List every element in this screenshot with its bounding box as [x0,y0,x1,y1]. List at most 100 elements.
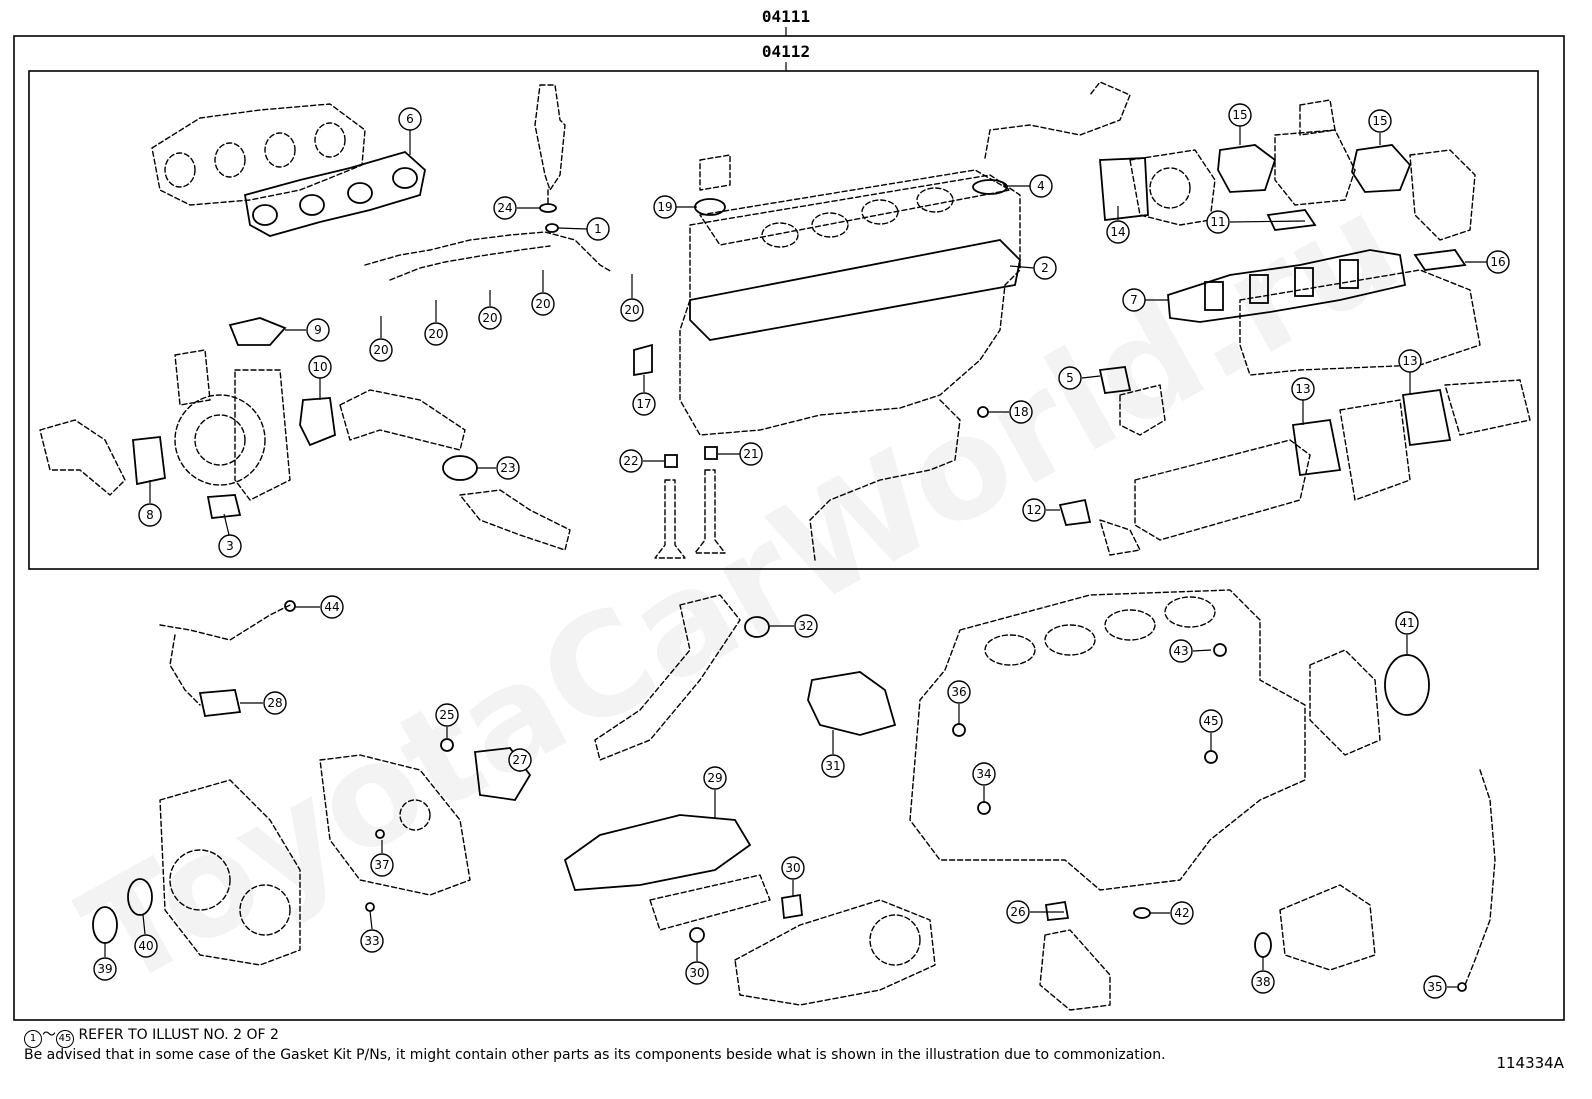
svg-text:22: 22 [623,454,638,468]
svg-text:27: 27 [512,753,527,767]
svg-text:28: 28 [267,696,282,710]
oil-level-gauge-guide [1464,769,1496,986]
intake-manifold-gasket [1167,249,1407,323]
callout: 20 [424,322,448,346]
gasket-16 [1413,249,1467,271]
oil-cooler-gasket-29 [563,814,752,891]
footer-note: Be advised that in some case of the Gask… [24,1047,1166,1063]
valves [654,469,726,559]
o-ring-38 [1254,932,1272,958]
water-inlet-gasket-5 [1098,366,1132,394]
svg-text:15: 15 [1372,114,1387,128]
kit-code-outer: 04111 [762,7,810,26]
water-bypass-pipe [594,594,741,761]
gasket-30a [781,893,803,920]
callout: 15 [1368,109,1392,133]
turbo-gasket-10 [299,397,336,447]
svg-text:12: 12 [1026,503,1041,517]
oil-pipe [159,604,291,706]
callout: 1 [586,217,610,241]
water-outlet [1409,149,1476,241]
o-ring-35 [1457,982,1467,992]
callout: 33 [360,929,384,953]
callout: 45 [1199,709,1223,733]
valve-stem-seal-2 [704,446,718,460]
reference-text: REFER TO ILLUST NO. 2 OF 2 [78,1027,279,1043]
gasket-44 [284,600,296,612]
svg-text:20: 20 [482,311,497,325]
range-separator: ～ [42,1027,56,1043]
seal-19 [694,198,726,216]
callout: 15 [1228,103,1252,127]
svg-text:24: 24 [497,201,512,215]
callout: 32 [794,614,818,638]
svg-text:44: 44 [324,600,339,614]
callout: 20 [478,306,502,330]
callout: 14 [1106,220,1130,244]
svg-text:26: 26 [1010,905,1025,919]
svg-text:6: 6 [406,112,414,126]
rear-oil-seal-41 [1384,654,1430,716]
callout: 9 [306,318,330,342]
callout: 16 [1486,250,1510,274]
svg-text:15: 15 [1232,108,1247,122]
exhaust-pipe [459,489,571,551]
gasket-42 [1133,907,1151,919]
svg-text:7: 7 [1130,293,1138,307]
oil-seal-32 [744,616,770,638]
gasket-12 [1058,498,1092,526]
callout: 34 [972,762,996,786]
callout: 13 [1398,349,1422,373]
injector-gasket [545,223,559,233]
svg-text:14: 14 [1110,225,1125,239]
cylinder-head [679,154,1021,436]
callout: 35 [1423,975,1447,999]
svg-text:5: 5 [1066,371,1074,385]
callout: 8 [138,503,162,527]
svg-text:13: 13 [1402,354,1417,368]
timing-cover [159,779,301,966]
svg-text:4: 4 [1037,179,1045,193]
callout: 30 [685,961,709,985]
svg-text:30: 30 [785,861,800,875]
callout: 6 [398,107,422,131]
gasket-43 [1213,643,1227,657]
turbo-oil-gasket-3 [206,494,242,519]
svg-text:37: 37 [374,858,389,872]
svg-text:23: 23 [500,461,515,475]
callout: 44 [320,595,344,619]
turbo-inlet-hose [39,419,126,496]
callout: 20 [620,298,644,322]
callout: 31 [821,754,845,778]
watermark: ToyotaCarWorld.ru [57,163,1424,1020]
callout: 38 [1251,970,1275,994]
callout: 30 [781,856,805,880]
callout: 19 [653,195,677,219]
svg-text:16: 16 [1490,255,1505,269]
svg-text:32: 32 [798,619,813,633]
egr-valve-housing [1339,399,1411,501]
seal-25 [440,738,454,752]
svg-text:9: 9 [314,323,322,337]
turbo-outlet-pipe [339,389,466,451]
callout: 17 [632,392,656,416]
callout: 7 [1122,288,1146,312]
turbocharger [174,349,291,501]
callout: 23 [496,456,520,480]
o-ring-37 [375,829,385,839]
callout: 10 [308,355,332,379]
callout: 41 [1395,611,1419,635]
valve-stem-seal [664,454,678,468]
callout: 5 [1058,366,1082,390]
timing-cover-rear [319,754,471,896]
callout: 43 [1169,639,1193,663]
range-end-marker: 45 [56,1030,74,1048]
fuel-injection-pipe [364,231,613,273]
rear-oil-seal-retainer [1309,649,1381,756]
gasket-27 [474,747,532,801]
egr-gasket-13b [1401,388,1452,447]
svg-text:30: 30 [689,966,704,980]
fuel-injector [534,84,566,206]
egr-flange [1444,379,1531,436]
